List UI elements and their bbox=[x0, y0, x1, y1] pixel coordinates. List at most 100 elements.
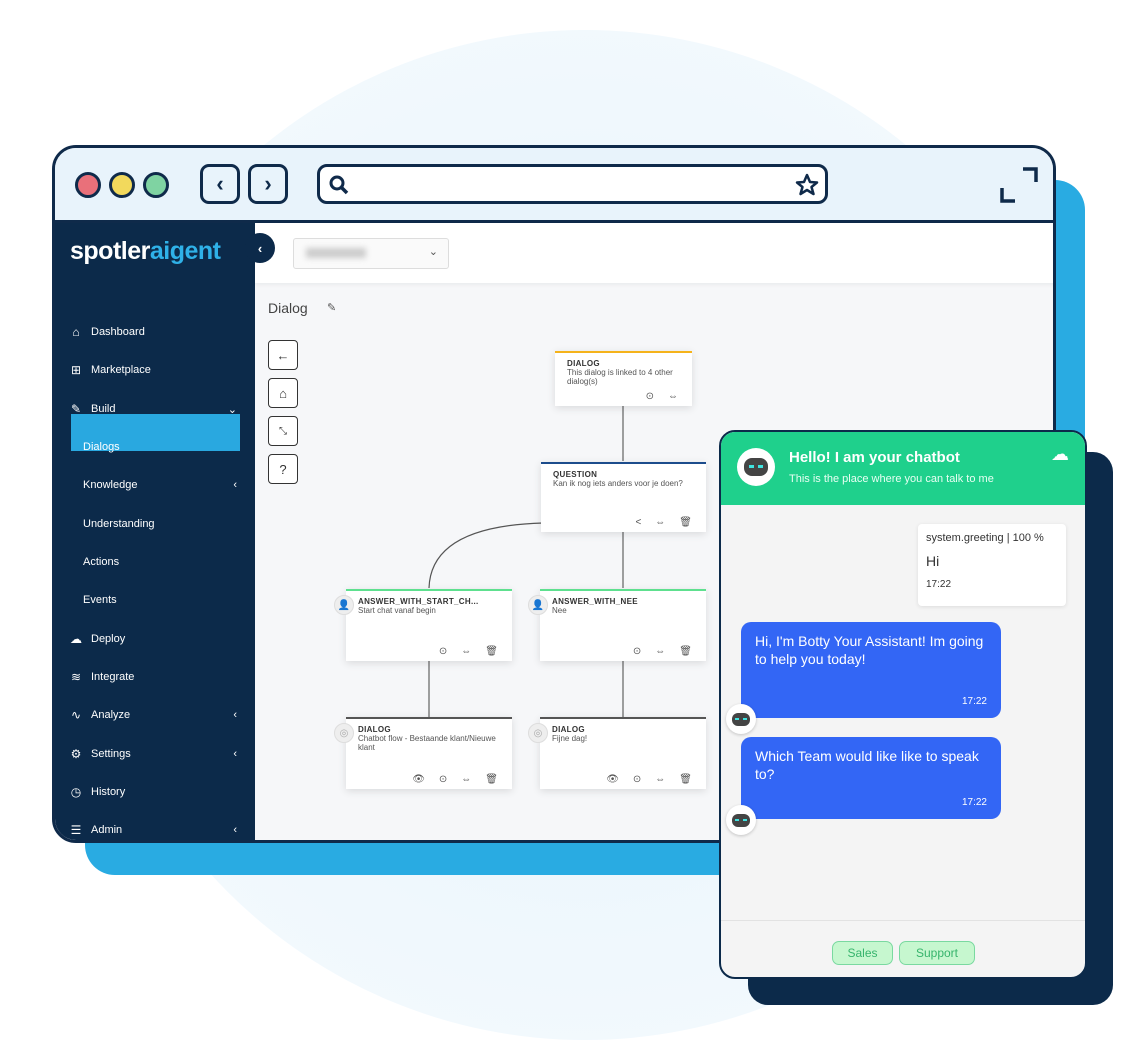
sidebar-item-integrate[interactable]: ≋ Integrate bbox=[69, 662, 241, 692]
maximize-dot-icon[interactable] bbox=[143, 172, 169, 198]
brain-icon[interactable]: ☁ bbox=[1051, 444, 1069, 464]
target-icon[interactable]: ⊙ bbox=[438, 646, 448, 657]
eye-icon[interactable]: 👁 bbox=[412, 774, 425, 785]
eye-icon[interactable]: 👁 bbox=[606, 774, 619, 785]
search-icon bbox=[329, 175, 349, 195]
back-button[interactable]: ‹ bbox=[200, 164, 240, 204]
home-icon: ⌂ bbox=[279, 385, 287, 401]
flow-connectors bbox=[428, 406, 624, 717]
minimize-dot-icon[interactable] bbox=[109, 172, 135, 198]
quick-reply-support[interactable]: Support bbox=[899, 941, 975, 965]
user-avatar-icon: 👤 bbox=[528, 595, 548, 615]
bot-selector-dropdown[interactable]: ⌄ bbox=[293, 238, 449, 269]
sidebar-item-settings[interactable]: ⚙Settings‹ bbox=[69, 739, 241, 769]
sidebar-item-dashboard[interactable]: ⌂Dashboard bbox=[69, 317, 241, 347]
divider bbox=[721, 920, 1085, 921]
chat-widget: Hello! I am your chatbot This is the pla… bbox=[719, 430, 1087, 979]
sidebar-item-knowledge[interactable]: Knowledge ‹ bbox=[69, 470, 241, 500]
collapse-view-button[interactable]: ⤡ bbox=[268, 416, 298, 446]
close-dot-icon[interactable] bbox=[75, 172, 101, 198]
page-title: Dialog bbox=[268, 300, 308, 316]
link-icon[interactable]: ⇔ bbox=[668, 391, 678, 402]
trash-icon[interactable]: 🗑 bbox=[679, 774, 692, 785]
sidebar-item-label: History bbox=[91, 786, 126, 798]
user-avatar-icon: 👤 bbox=[334, 595, 354, 615]
analyze-icon: ∿ bbox=[70, 708, 82, 722]
integrate-icon: ≋ bbox=[70, 670, 82, 684]
sidebar-item-label: Knowledge bbox=[83, 479, 138, 491]
sidebar: spotleraigent ⌂Dashboard ⊞Marketplace ✎ Bui… bbox=[55, 223, 255, 840]
sidebar-item-understanding[interactable]: Understanding bbox=[69, 509, 241, 539]
build-icon: ✎ bbox=[70, 402, 82, 416]
edit-title-icon[interactable]: ✎ bbox=[327, 302, 337, 314]
quick-reply-sales[interactable]: Sales bbox=[832, 941, 893, 965]
sidebar-item-dialogs[interactable]: Dialogs bbox=[69, 432, 241, 462]
home-button[interactable]: ⌂ bbox=[268, 378, 298, 408]
chat-subtitle: This is the place where you can talk to … bbox=[789, 473, 994, 485]
target-icon[interactable]: ⊙ bbox=[438, 774, 448, 785]
address-bar[interactable] bbox=[317, 164, 828, 204]
collapse-sidebar-button[interactable]: ‹ bbox=[245, 233, 275, 263]
dialog-avatar-icon: ◎ bbox=[528, 723, 548, 743]
chevron-icon: ⌄ bbox=[227, 403, 237, 416]
logo[interactable]: spotleraigent bbox=[70, 237, 221, 265]
link-icon[interactable]: ⇔ bbox=[655, 646, 666, 657]
expand-icon[interactable] bbox=[999, 166, 1039, 204]
sidebar-item-actions[interactable]: Actions bbox=[69, 547, 241, 577]
sidebar-item-history[interactable]: ◷History bbox=[69, 777, 241, 807]
share-icon[interactable]: < bbox=[635, 517, 642, 528]
compress-icon: ⤡ bbox=[279, 425, 287, 437]
flow-node-answer[interactable]: 👤 ANSWER_WITH_START_CH...Start chat vana… bbox=[334, 589, 512, 661]
link-icon[interactable]: ⇔ bbox=[655, 517, 666, 528]
chevron-down-icon: ⌄ bbox=[428, 246, 438, 258]
star-icon[interactable] bbox=[795, 173, 819, 197]
sidebar-item-marketplace[interactable]: ⊞Marketplace bbox=[69, 355, 241, 385]
trash-icon[interactable]: 🗑 bbox=[485, 774, 498, 785]
sidebar-item-label: Build bbox=[91, 403, 116, 415]
sidebar-item-label: Dashboard bbox=[91, 326, 145, 338]
sidebar-item-label: Dialogs bbox=[83, 441, 120, 453]
sidebar-item-label: Integrate bbox=[91, 671, 135, 683]
bot-avatar-icon bbox=[726, 805, 756, 835]
target-icon[interactable]: ⊙ bbox=[632, 774, 642, 785]
sidebar-item-deploy[interactable]: ☁Deploy bbox=[69, 624, 241, 654]
chevron-left-icon: ‹ bbox=[216, 171, 224, 196]
link-icon[interactable]: ⇔ bbox=[655, 774, 666, 785]
arrow-left-icon: ← bbox=[276, 347, 290, 363]
target-icon[interactable]: ⊙ bbox=[645, 391, 654, 402]
sidebar-item-admin[interactable]: ☰Admin‹ bbox=[69, 815, 241, 840]
admin-icon: ☰ bbox=[70, 823, 82, 837]
main-header: ⌄ bbox=[255, 223, 1053, 283]
sidebar-item-label: Actions bbox=[83, 556, 120, 568]
chat-title: Hello! I am your chatbot bbox=[789, 449, 960, 466]
back-arrow-button[interactable]: ← bbox=[268, 340, 298, 370]
sidebar-item-analyze[interactable]: ∿Analyze‹ bbox=[69, 700, 241, 730]
sidebar-item-label: Analyze bbox=[91, 709, 131, 721]
chat-header: Hello! I am your chatbot This is the pla… bbox=[721, 432, 1085, 505]
active-item-highlight bbox=[71, 414, 240, 451]
trash-icon[interactable]: 🗑 bbox=[679, 517, 692, 528]
sidebar-item-label: Events bbox=[83, 594, 117, 606]
chevron-right-icon: › bbox=[264, 171, 272, 196]
sidebar-item-label: Understanding bbox=[83, 518, 155, 530]
sidebar-item-label: Marketplace bbox=[91, 364, 151, 376]
chevron-icon: ‹ bbox=[233, 748, 237, 760]
target-icon[interactable]: ⊙ bbox=[632, 646, 642, 657]
dialog-avatar-icon: ◎ bbox=[334, 723, 354, 743]
settings-icon: ⚙ bbox=[70, 747, 82, 761]
trash-icon[interactable]: 🗑 bbox=[679, 646, 692, 657]
bot-message: Which Team would like like to speak to? … bbox=[741, 737, 1001, 819]
chevron-icon: ‹ bbox=[233, 479, 237, 491]
trash-icon[interactable]: 🗑 bbox=[485, 646, 498, 657]
sidebar-item-events[interactable]: Events bbox=[69, 585, 241, 615]
link-icon[interactable]: ⇔ bbox=[461, 646, 472, 657]
forward-button[interactable]: › bbox=[248, 164, 288, 204]
link-icon[interactable]: ⇔ bbox=[461, 774, 472, 785]
help-button[interactable]: ? bbox=[268, 454, 298, 484]
sidebar-item-build[interactable]: ✎ Build ⌄ bbox=[69, 394, 241, 424]
